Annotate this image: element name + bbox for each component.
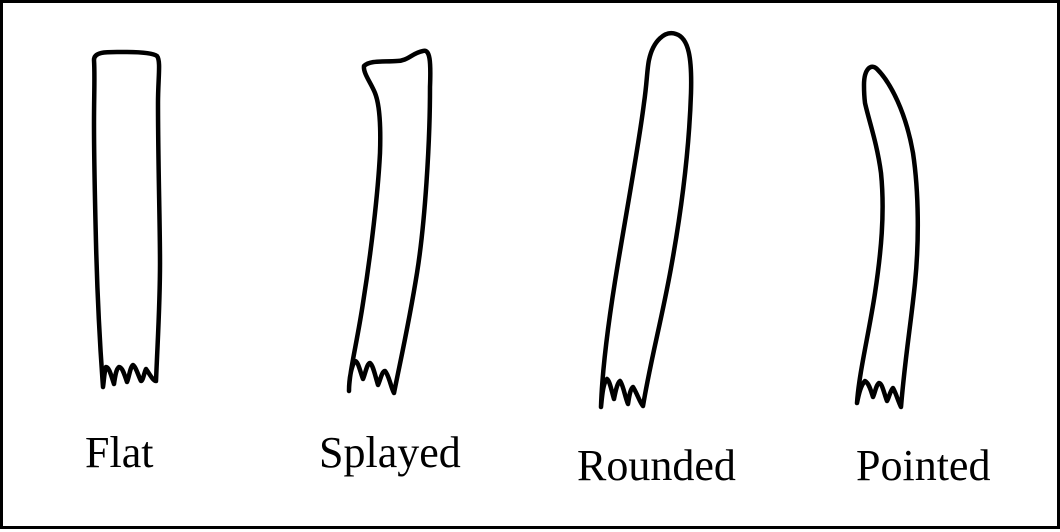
- pointed-label: Pointed: [856, 444, 990, 488]
- splayed-label: Splayed: [319, 431, 461, 475]
- pointed-tip-shape: [857, 67, 918, 407]
- rounded-label: Rounded: [577, 444, 736, 488]
- flat-label: Flat: [85, 431, 153, 475]
- rounded-tip-shape: [601, 33, 691, 407]
- flat-tip-shape: [94, 52, 160, 387]
- splayed-tip-shape: [349, 51, 430, 393]
